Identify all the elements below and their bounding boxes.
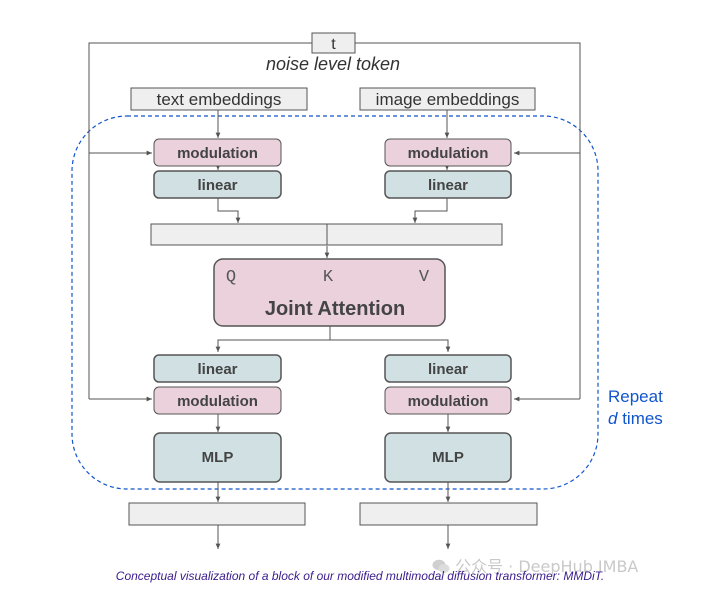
repeat-block-boundary: [71, 115, 599, 490]
linear-box-text-top: linear: [153, 170, 282, 199]
modulation-label: modulation: [177, 145, 258, 162]
linear-label: linear: [428, 361, 468, 378]
linear-box-image-top: linear: [384, 170, 512, 199]
linear-box-text-bottom: linear: [153, 354, 282, 383]
modulation-box-image-bottom: modulation: [384, 386, 512, 415]
output-bar-image: [359, 502, 538, 526]
modulation-label: modulation: [408, 393, 489, 410]
repeat-times-text: times: [617, 409, 662, 428]
image-embeddings-box: image embeddings: [359, 87, 536, 111]
k-label: K: [323, 268, 334, 287]
mlp-box-text: MLP: [153, 432, 282, 483]
text-embeddings-box: text embeddings: [130, 87, 308, 111]
linear-box-image-bottom: linear: [384, 354, 512, 383]
watermark-text: 公众号 · DeepHub IMBA: [455, 557, 639, 576]
wechat-icon: [432, 559, 450, 573]
watermark: 公众号 · DeepHub IMBA: [432, 553, 638, 577]
mlp-box-image: MLP: [384, 432, 512, 483]
figure-caption: Conceptual visualization of a block of o…: [115, 569, 605, 583]
modulation-label: modulation: [408, 145, 489, 162]
joint-attention-label: Joint Attention: [265, 298, 405, 320]
linear-label: linear: [428, 177, 468, 194]
timestep-routing-lines: [88, 42, 581, 402]
text-embeddings-label: text embeddings: [157, 90, 282, 109]
noise-level-label: noise level token: [266, 54, 400, 74]
output-bar-text: [128, 502, 306, 526]
flow-arrows: [215, 110, 451, 549]
linear-label: linear: [197, 177, 237, 194]
modulation-box-text-top: modulation: [153, 138, 282, 167]
joint-attention-box: Q K V Joint Attention: [213, 258, 446, 327]
t-token-label: t: [331, 36, 336, 53]
q-label: Q: [226, 268, 236, 287]
modulation-box-image-top: modulation: [384, 138, 512, 167]
mlp-label: MLP: [432, 449, 464, 466]
v-label: V: [419, 268, 430, 287]
repeat-label: Repeat: [608, 387, 663, 406]
linear-label: linear: [197, 361, 237, 378]
mlp-label: MLP: [202, 449, 234, 466]
t-token-box: t: [311, 32, 356, 54]
modulation-box-text-bottom: modulation: [153, 386, 282, 415]
image-embeddings-label: image embeddings: [376, 90, 520, 109]
modulation-label: modulation: [177, 393, 258, 410]
repeat-d-times-label: d times: [608, 409, 663, 428]
concatenation-bar: [150, 223, 503, 246]
repeat-d-variable: d: [608, 409, 618, 428]
